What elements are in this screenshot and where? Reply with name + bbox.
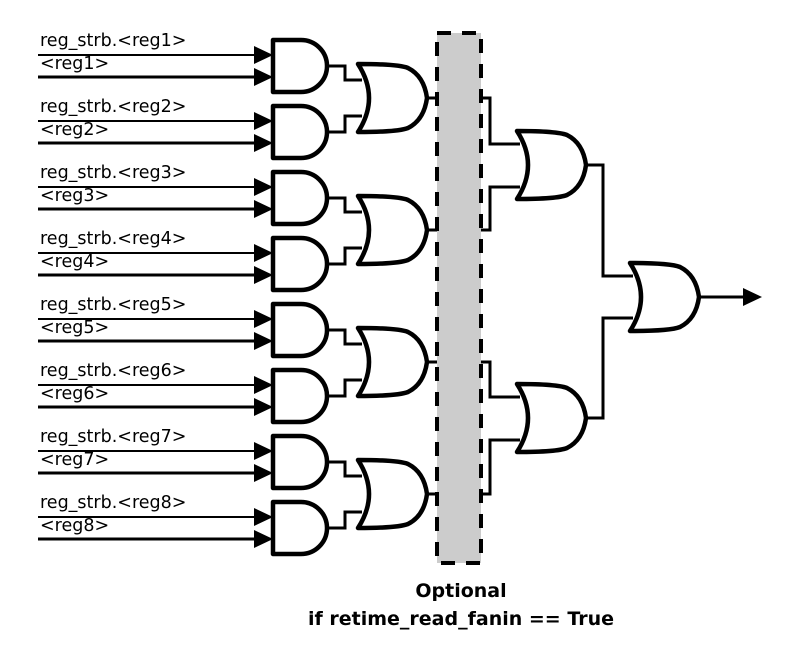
input-signal-group-4: reg_strb.<reg4> <reg4> xyxy=(38,229,273,284)
and8-to-or4-wire xyxy=(327,510,362,530)
input-signal-group-6: reg_strb.<reg6> <reg6> xyxy=(38,361,273,416)
or-gate-stage1-2 xyxy=(358,196,427,264)
caption-line-1: Optional xyxy=(415,580,506,602)
and-gate-3 xyxy=(273,172,327,224)
input-signal-group-1: reg_strb.<reg1> <reg1> xyxy=(38,31,273,86)
input-strobe-label: reg_strb.<reg4> xyxy=(40,229,186,249)
retime1-to-or5-wire xyxy=(481,96,520,146)
and-gate-7 xyxy=(273,436,327,488)
input-strobe-label: reg_strb.<reg8> xyxy=(40,493,186,513)
or-gate-stage1-3 xyxy=(358,328,427,396)
input-data-label: <reg1> xyxy=(40,54,109,74)
arrow-icon xyxy=(254,112,273,130)
arrow-icon xyxy=(254,178,273,196)
input-data-label: <reg7> xyxy=(40,450,109,470)
arrow-icon xyxy=(254,332,273,350)
arrow-icon xyxy=(254,442,273,460)
and5-to-or3-wire xyxy=(327,328,362,346)
or-gate-stage2-1 xyxy=(517,131,586,199)
input-data-label: <reg4> xyxy=(40,252,109,272)
retime2-to-or5-wire xyxy=(481,185,520,232)
or-gate-stage2-2 xyxy=(517,384,586,452)
or-gate-stage1-4 xyxy=(358,460,427,528)
and1-to-or1-wire xyxy=(327,64,362,82)
and-gate-1 xyxy=(273,40,327,92)
and-gate-4 xyxy=(273,238,327,290)
arrow-icon xyxy=(254,200,273,218)
input-strobe-label: reg_strb.<reg6> xyxy=(40,361,186,381)
and2-to-or1-wire xyxy=(327,114,362,134)
retime4-to-or6-wire xyxy=(481,438,520,496)
arrow-icon xyxy=(254,68,273,86)
and-gate-5 xyxy=(273,304,327,356)
or6-to-final-wire xyxy=(586,316,633,420)
input-strobe-label: reg_strb.<reg3> xyxy=(40,163,186,183)
and7-to-or4-wire xyxy=(327,460,362,478)
or-gate-final xyxy=(630,263,699,331)
caption-line-2: if retime_read_fanin == True xyxy=(308,608,614,630)
and-gate-2 xyxy=(273,106,327,158)
input-strobe-label: reg_strb.<reg5> xyxy=(40,295,186,315)
arrow-icon xyxy=(254,376,273,394)
input-signal-group-7: reg_strb.<reg7> <reg7> xyxy=(38,427,273,482)
or-gate-stage1-1 xyxy=(358,64,427,132)
arrow-icon xyxy=(254,266,273,284)
input-data-label: <reg2> xyxy=(40,120,109,140)
input-signal-group-3: reg_strb.<reg3> <reg3> xyxy=(38,163,273,218)
arrow-icon xyxy=(254,530,273,548)
input-signal-group-8: reg_strb.<reg8> <reg8> xyxy=(38,493,273,548)
arrow-icon xyxy=(254,310,273,328)
and4-to-or2-wire xyxy=(327,246,362,266)
arrow-icon xyxy=(254,398,273,416)
retime3-to-or6-wire xyxy=(481,360,520,399)
and6-to-or3-wire xyxy=(327,378,362,398)
arrow-icon xyxy=(254,508,273,526)
and-gate-6 xyxy=(273,370,327,422)
input-strobe-label: reg_strb.<reg7> xyxy=(40,427,186,447)
input-data-label: <reg5> xyxy=(40,318,109,338)
input-data-label: <reg8> xyxy=(40,516,109,536)
input-signal-group-2: reg_strb.<reg2> <reg2> xyxy=(38,97,273,152)
arrow-icon xyxy=(254,134,273,152)
arrow-icon xyxy=(254,464,273,482)
input-data-label: <reg3> xyxy=(40,186,109,206)
and-gate-8 xyxy=(273,502,327,554)
or5-to-final-wire xyxy=(586,163,633,278)
input-strobe-label: reg_strb.<reg1> xyxy=(40,31,186,51)
and3-to-or2-wire xyxy=(327,196,362,214)
optional-retime-region xyxy=(435,31,483,565)
input-data-label: <reg6> xyxy=(40,384,109,404)
input-signal-group-5: reg_strb.<reg5> <reg5> xyxy=(38,295,273,350)
input-strobe-label: reg_strb.<reg2> xyxy=(40,97,186,117)
arrow-icon xyxy=(743,288,762,306)
arrow-icon xyxy=(254,46,273,64)
arrow-icon xyxy=(254,244,273,262)
